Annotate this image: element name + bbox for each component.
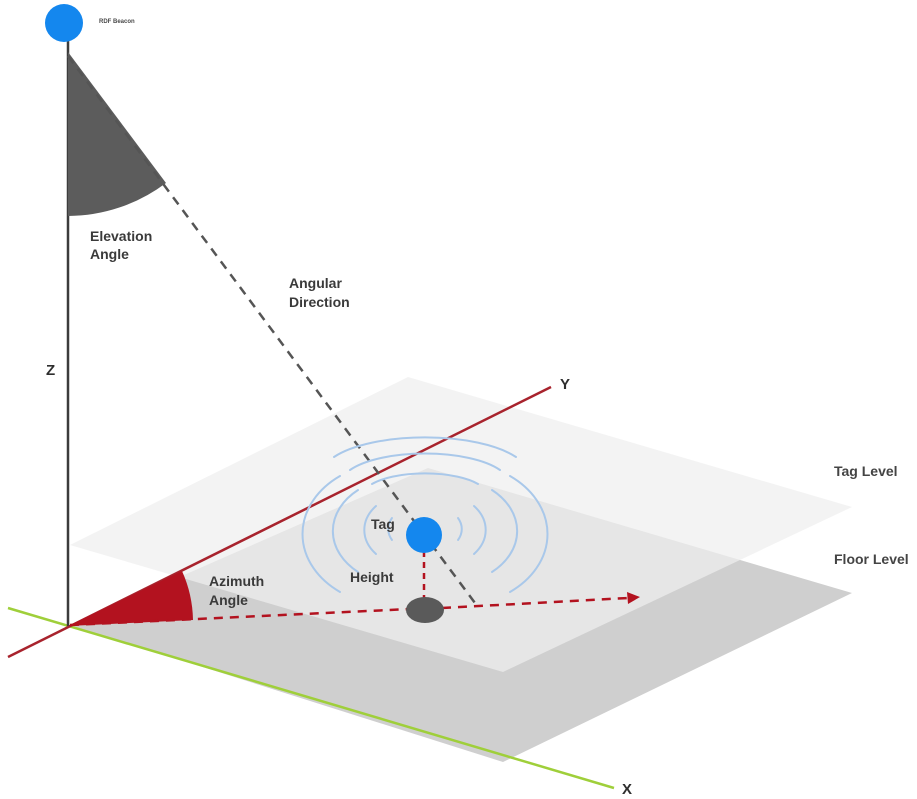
azimuth-angle-label-line2: Angle <box>209 592 248 608</box>
azimuth-angle-label-line1: Azimuth <box>209 573 264 589</box>
x-axis-label: X <box>622 781 632 798</box>
x-axis-line <box>7 606 615 790</box>
azimuth-angle-wedge <box>68 571 193 626</box>
floor-direction-arrowhead <box>627 592 640 604</box>
tag-level-label: Tag Level <box>834 463 898 479</box>
beacon-label: RDF Beacon <box>99 19 135 25</box>
floor-projection-dot <box>406 597 444 623</box>
y-axis-label: Y <box>560 376 570 393</box>
height-label: Height <box>350 569 394 585</box>
tag-label: Tag <box>371 516 395 532</box>
angular-direction-label-line2: Direction <box>289 294 350 310</box>
z-axis-label: Z <box>46 362 55 379</box>
azimuth-direction-line <box>69 607 411 627</box>
elevation-angle-label-line2: Angle <box>90 246 129 262</box>
angular-direction-line <box>66 55 480 608</box>
angular-direction-label-line1: Angular <box>289 275 342 291</box>
floor-level-label: Floor Level <box>834 551 909 567</box>
rdf-beacon-dot <box>45 4 83 42</box>
signal-rings-icon <box>301 436 549 593</box>
elevation-angle-label-line1: Elevation <box>90 228 152 244</box>
tag-dot <box>406 517 442 553</box>
elevation-angle-wedge <box>68 52 166 216</box>
